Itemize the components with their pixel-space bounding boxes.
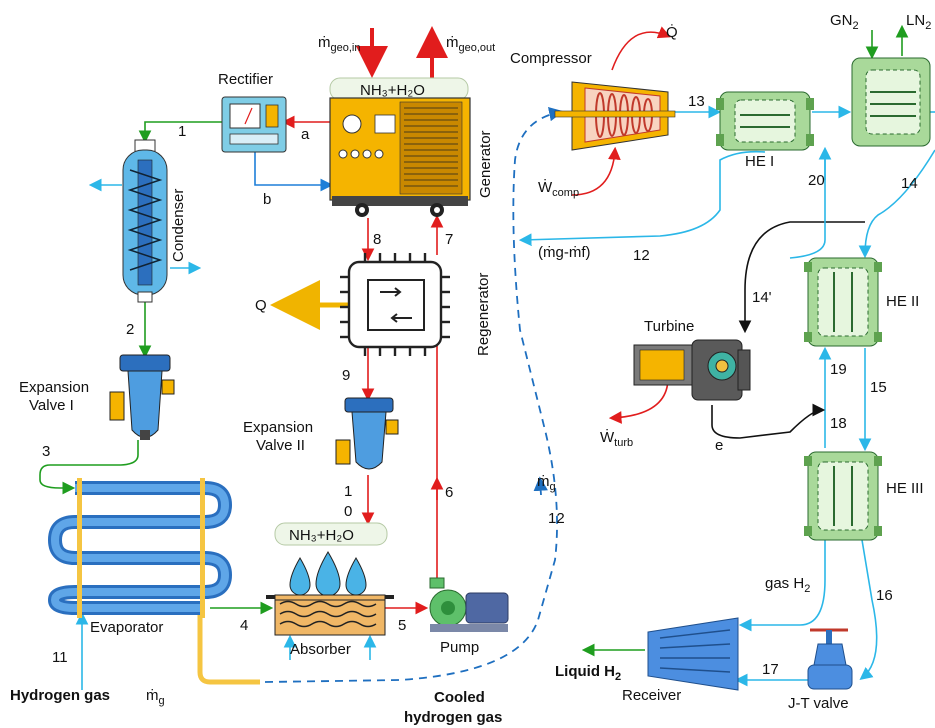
pump-label: Pump xyxy=(440,639,479,656)
turbine-unit xyxy=(634,340,750,400)
ln2-label: LN2 xyxy=(906,12,931,32)
line-16 xyxy=(862,540,877,678)
state-point-14-prime: 14' xyxy=(752,289,772,306)
mg-mf-label: (ṁg-ṁf) xyxy=(538,244,591,261)
line-3 xyxy=(40,440,138,488)
state-point-8: 8 xyxy=(373,231,381,248)
state-point-16: 16 xyxy=(876,587,893,604)
exp-valve-2-label-a: Expansion xyxy=(243,419,313,436)
rectifier-label: Rectifier xyxy=(218,71,273,88)
state-point-12-lower: 12 xyxy=(548,510,565,527)
pump-unit xyxy=(430,578,508,632)
regenerator-label: Regenerator xyxy=(475,273,492,356)
liquid-h2-label: Liquid H2 xyxy=(555,663,621,683)
rectifier-unit xyxy=(222,97,286,152)
m-geo-in-label: ṁgeo,in xyxy=(318,34,360,54)
state-point-b: b xyxy=(263,191,271,208)
expansion-valve-1 xyxy=(110,355,174,440)
state-point-5: 5 xyxy=(398,617,406,634)
w-turb-label: Ẇturb xyxy=(600,428,633,449)
line-b xyxy=(255,152,330,185)
he1-label: HE I xyxy=(745,153,774,170)
regenerator-body xyxy=(349,262,441,347)
line-14 xyxy=(865,150,935,255)
q-dot-label: Q̇ xyxy=(666,24,678,41)
m-geo-out-label: ṁgeo,out xyxy=(446,34,495,54)
state-point-10-bottom: 0 xyxy=(344,503,352,520)
exp-valve-1-label-b: Valve I xyxy=(29,397,74,414)
state-point-18: 18 xyxy=(830,415,847,432)
evaporator-label: Evaporator xyxy=(90,619,163,636)
state-point-15: 15 xyxy=(870,379,887,396)
state-point-17: 17 xyxy=(762,661,779,678)
e-label: e xyxy=(715,437,723,454)
evaporator-unit xyxy=(55,478,225,618)
he3-unit xyxy=(804,452,882,540)
generator-base xyxy=(332,196,468,206)
state-point-11: 11 xyxy=(52,649,68,666)
he2-label: HE II xyxy=(886,293,919,310)
jt-valve-label: J-T valve xyxy=(788,695,849,712)
line-e xyxy=(712,405,822,438)
state-point-1: 1 xyxy=(178,123,186,140)
condenser-unit xyxy=(123,140,167,302)
generator-gauge-icon xyxy=(343,115,361,133)
state-point-12-upper: 12 xyxy=(633,247,650,264)
compressor-unit xyxy=(555,82,675,150)
turbine-label: Turbine xyxy=(644,318,694,335)
generator-label: Generator xyxy=(477,130,494,198)
cooled-label-2: hydrogen gas xyxy=(404,709,502,726)
receiver-label: Receiver xyxy=(622,687,681,704)
state-point-20: 20 xyxy=(808,172,825,189)
gn2-label: GN2 xyxy=(830,12,859,32)
state-point-13: 13 xyxy=(688,93,705,110)
state-point-9: 9 xyxy=(342,367,350,384)
receiver-unit xyxy=(648,618,738,690)
hydrogen-gas-label: Hydrogen gas xyxy=(10,687,110,704)
expansion-valve-2 xyxy=(336,398,398,469)
he3-label: HE III xyxy=(886,480,924,497)
state-point-14: 14 xyxy=(901,175,918,192)
he2-unit xyxy=(804,258,882,346)
gas-h2-label: gas H2 xyxy=(765,575,810,595)
cooled-hydrogen-pipe xyxy=(200,610,260,682)
exp-valve-1-label-a: Expansion xyxy=(19,379,89,396)
state-point-7: 7 xyxy=(445,231,453,248)
m-g-bottom-label: ṁg xyxy=(146,687,165,707)
compressor-heat-arrow xyxy=(612,32,668,70)
state-point-10-top: 1 xyxy=(344,483,352,500)
regenerator-unit xyxy=(340,253,450,356)
q-heat-label: Q xyxy=(255,297,267,314)
state-point-19: 19 xyxy=(830,361,847,378)
absorber-label: Absorber xyxy=(290,641,351,658)
compressor-label: Compressor xyxy=(510,50,592,67)
condenser-label: Condenser xyxy=(170,189,187,262)
cooled-label-1: Cooled xyxy=(434,689,485,706)
generator-fluid-label: NH₃+H₂O xyxy=(360,82,425,99)
state-point-3: 3 xyxy=(42,443,50,460)
he-ln2-unit xyxy=(852,58,930,146)
jt-valve-unit xyxy=(808,630,852,689)
absorber-fluid-label: NH₃+H₂O xyxy=(289,527,354,544)
w-comp-label: Ẇcomp xyxy=(538,178,579,199)
state-point-2: 2 xyxy=(126,321,134,338)
state-point-6: 6 xyxy=(445,484,453,501)
line-19-up xyxy=(790,152,825,258)
he1-unit xyxy=(716,92,814,150)
state-point-4: 4 xyxy=(240,617,248,634)
state-point-a: a xyxy=(301,126,310,143)
exp-valve-2-label-b: Valve II xyxy=(256,437,305,454)
